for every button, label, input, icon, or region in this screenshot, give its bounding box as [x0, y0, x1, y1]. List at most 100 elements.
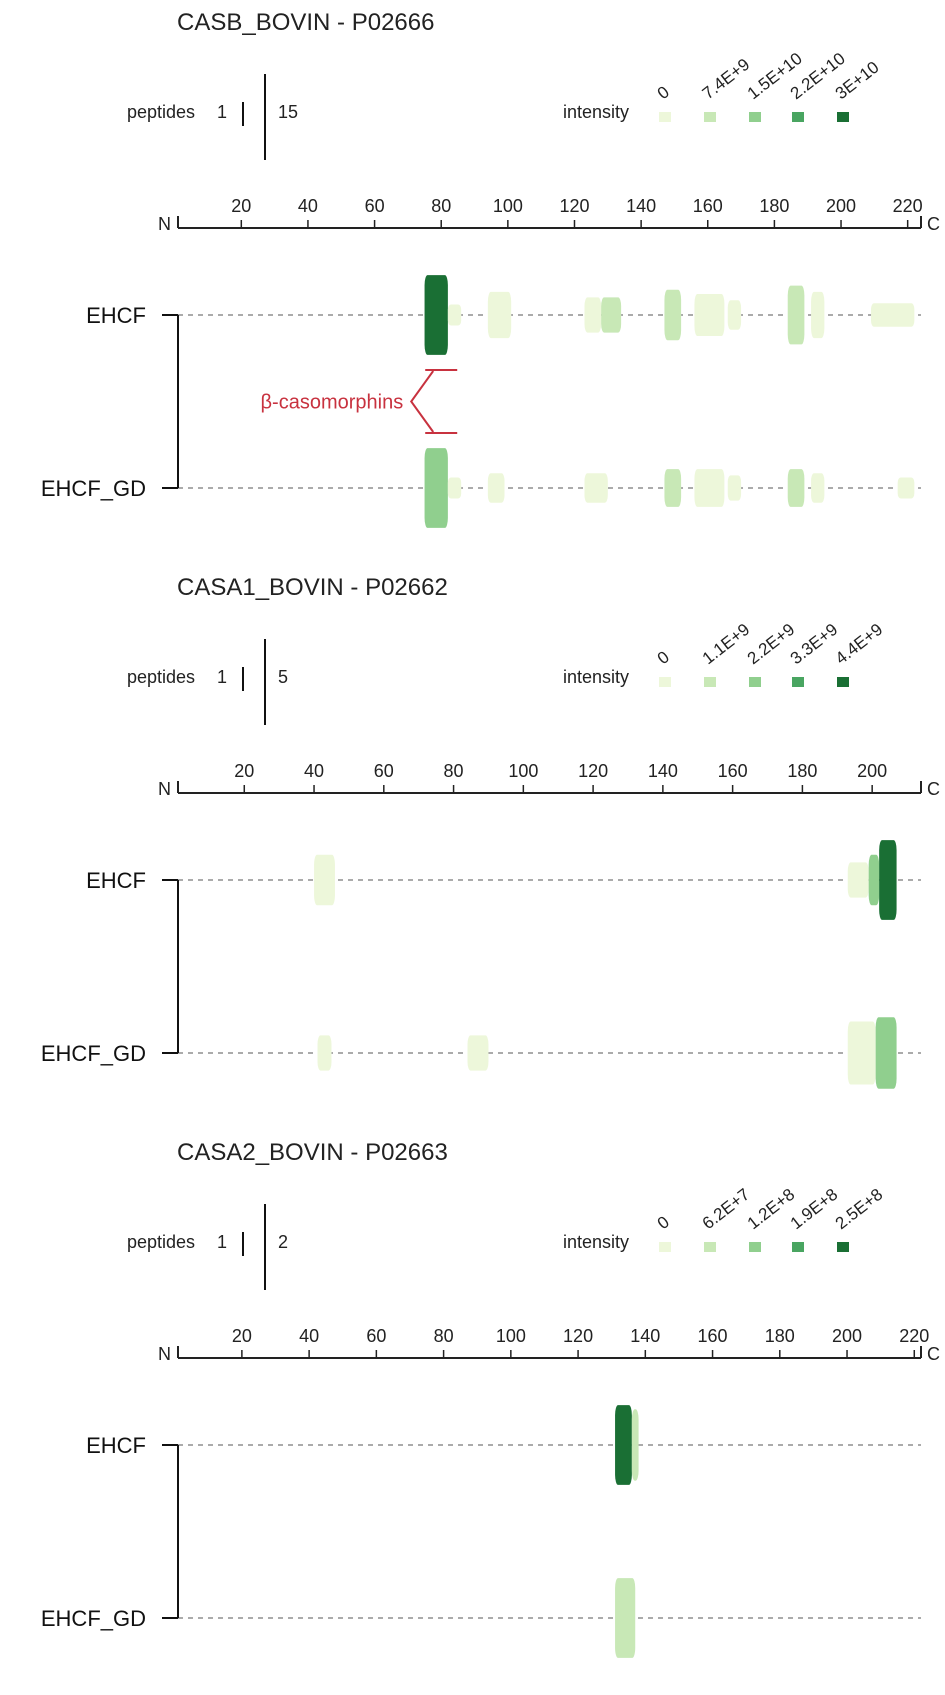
axis-tick-label: 60 — [366, 1326, 386, 1346]
axis-tick-label: 160 — [693, 196, 723, 216]
intensity-legend-label: 7.4E+9 — [699, 55, 754, 103]
axis-c-label: C — [927, 214, 940, 234]
axis-tick-label: 20 — [232, 1326, 252, 1346]
panel-title: CASB_BOVIN - P02666 — [177, 9, 434, 36]
intensity-swatch — [792, 1242, 804, 1252]
axis-tick-label: 100 — [493, 196, 523, 216]
intensity-swatch — [749, 1242, 761, 1252]
peptide-segment — [811, 473, 825, 503]
peptide-segment — [317, 1035, 332, 1071]
peptides-min-label: 1 — [217, 667, 227, 687]
intensity-swatch — [792, 112, 804, 122]
intensity-swatch — [792, 677, 804, 687]
sample-label: EHCF_GD — [41, 1041, 146, 1066]
intensity-swatch — [659, 677, 671, 687]
axis-tick-label: 180 — [787, 761, 817, 781]
axis-n-label: N — [158, 1344, 171, 1364]
intensity-label: intensity — [563, 1232, 629, 1252]
sample-label: EHCF — [86, 1433, 146, 1458]
peptide-segment — [727, 300, 742, 330]
peptide-segment — [875, 1017, 897, 1089]
peptide-segment — [879, 840, 897, 920]
axis-tick-label: 40 — [299, 1326, 319, 1346]
axis-tick-label: 60 — [374, 761, 394, 781]
axis-tick-label: 20 — [234, 761, 254, 781]
peptide-segment — [615, 1405, 632, 1485]
intensity-legend-label: 1.2E+8 — [744, 1185, 799, 1233]
peptides-label: peptides — [127, 102, 195, 122]
peptides-min-label: 1 — [217, 1232, 227, 1252]
intensity-legend-label: 0 — [654, 1212, 673, 1233]
peptide-segment — [664, 289, 682, 341]
axis-n-label: N — [158, 214, 171, 234]
panel-title: CASA1_BOVIN - P02662 — [177, 574, 448, 601]
intensity-swatch — [704, 1242, 716, 1252]
panel-title: CASA2_BOVIN - P02663 — [177, 1139, 448, 1166]
axis-tick-label: 40 — [298, 196, 318, 216]
peptide-segment — [787, 285, 805, 345]
peptide-segment — [787, 469, 805, 507]
peptides-min-label: 1 — [217, 102, 227, 122]
axis-tick-label: 200 — [857, 761, 887, 781]
peptide-segment — [847, 1021, 876, 1085]
axis-c-label: C — [927, 1344, 940, 1364]
peptides-max-label: 15 — [278, 102, 298, 122]
intensity-label: intensity — [563, 102, 629, 122]
peptides-max-label: 2 — [278, 1232, 288, 1252]
intensity-label: intensity — [563, 667, 629, 687]
sample-label: EHCF_GD — [41, 476, 146, 501]
axis-tick-label: 140 — [630, 1326, 660, 1346]
intensity-legend-label: 6.2E+7 — [699, 1185, 754, 1233]
intensity-swatch — [837, 112, 849, 122]
peptide-segment — [447, 304, 462, 326]
intensity-legend-label: 0 — [654, 82, 673, 103]
axis-n-label: N — [158, 779, 171, 799]
peptides-label: peptides — [127, 1232, 195, 1252]
intensity-swatch — [704, 112, 716, 122]
axis-tick-label: 220 — [899, 1326, 929, 1346]
intensity-legend-label: 4.4E+9 — [832, 620, 887, 668]
axis-tick-label: 120 — [578, 761, 608, 781]
axis-tick-label: 220 — [893, 196, 923, 216]
axis-c-label: C — [927, 779, 940, 799]
peptide-segment — [447, 477, 462, 499]
intensity-swatch — [837, 1242, 849, 1252]
peptide-segment — [694, 294, 725, 336]
peptide-segment — [584, 297, 602, 333]
peptide-segment — [424, 448, 448, 528]
intensity-legend-label: 2.2E+9 — [744, 620, 799, 668]
axis-tick-label: 80 — [431, 196, 451, 216]
axis-tick-label: 80 — [434, 1326, 454, 1346]
intensity-legend-label: 3.3E+9 — [787, 620, 842, 668]
intensity-legend-label: 1.9E+8 — [787, 1185, 842, 1233]
intensity-swatch — [704, 677, 716, 687]
intensity-swatch — [749, 677, 761, 687]
axis-tick-label: 80 — [444, 761, 464, 781]
peptide-segment — [631, 1409, 639, 1481]
peptide-segment — [314, 854, 335, 906]
peptide-segment — [664, 469, 682, 507]
axis-tick-label: 40 — [304, 761, 324, 781]
peptide-segment — [871, 303, 915, 327]
intensity-swatch — [659, 112, 671, 122]
intensity-legend-label: 2.5E+8 — [832, 1185, 887, 1233]
intensity-swatch — [659, 1242, 671, 1252]
axis-tick-label: 100 — [496, 1326, 526, 1346]
intensity-swatch — [749, 112, 761, 122]
peptide-segment — [811, 291, 825, 339]
axis-tick-label: 120 — [559, 196, 589, 216]
axis-tick-label: 140 — [626, 196, 656, 216]
peptide-segment — [694, 469, 725, 507]
peptide-segment — [847, 862, 869, 898]
peptide-segment — [897, 477, 915, 499]
axis-tick-label: 120 — [563, 1326, 593, 1346]
axis-tick-label: 140 — [648, 761, 678, 781]
intensity-swatch — [837, 677, 849, 687]
axis-tick-label: 60 — [365, 196, 385, 216]
intensity-legend-label: 0 — [654, 647, 673, 668]
peptide-segment — [584, 473, 608, 503]
intensity-legend-label: 1.1E+9 — [699, 620, 754, 668]
sample-label: EHCF — [86, 303, 146, 328]
peptide-segment — [868, 854, 880, 906]
